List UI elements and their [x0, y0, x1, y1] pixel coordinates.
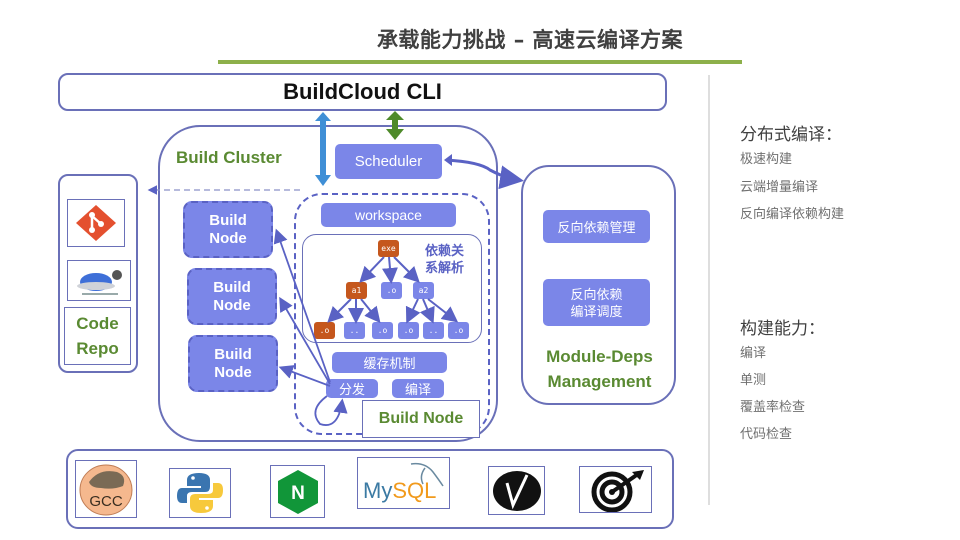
- build-cluster-label: Build Cluster: [176, 148, 282, 167]
- svg-text:MySQL: MySQL: [363, 478, 436, 503]
- build-node-label: Build Node: [209, 211, 247, 247]
- distributed-compile-heading: 分布式编译：: [740, 125, 842, 145]
- cli-label: BuildCloud CLI: [283, 79, 442, 104]
- scheduler-box: Scheduler: [335, 144, 442, 179]
- build-node-2: Build Node: [187, 268, 277, 325]
- slide-title: 承载能力挑战 – 高速云编译方案: [376, 28, 684, 52]
- tree-node-leaf: .o: [314, 322, 335, 339]
- code-repo-label: Code Repo: [64, 307, 131, 365]
- compile-box: 编译: [392, 379, 444, 398]
- build-node-label: Build Node: [213, 278, 251, 314]
- valgrind-logo-icon: [488, 466, 545, 515]
- capability-item: 编译: [740, 346, 767, 361]
- workspace-box: workspace: [321, 203, 456, 227]
- tools-bar: [66, 449, 674, 529]
- feature-item: 云端增量编译: [740, 180, 819, 195]
- mysql-logo-icon: MySQL: [357, 457, 450, 509]
- title-underline: [218, 60, 742, 64]
- build-cluster-container: [158, 125, 498, 442]
- reverse-dependency-management-box: 反向依赖管理: [543, 210, 650, 243]
- build-node-label: Build Node: [214, 345, 252, 381]
- dependency-analysis-label: 依赖关 系解析: [425, 244, 465, 276]
- tree-node-leaf: ..: [344, 322, 365, 339]
- tree-node-leaf: .o: [372, 322, 393, 339]
- tree-node-leaf: ..: [423, 322, 444, 339]
- buildcloud-cli-bar: BuildCloud CLI: [58, 73, 667, 111]
- dispatch-box: 分发: [326, 379, 378, 398]
- build-node-3: Build Node: [188, 335, 278, 392]
- vertical-separator: [708, 75, 710, 505]
- gcc-text: GCC: [89, 493, 123, 510]
- feature-item: 极速构建: [740, 152, 793, 167]
- capability-item: 单测: [740, 373, 767, 388]
- module-deps-label: Module-Deps Management: [546, 347, 653, 391]
- mysql-text-my: My: [363, 478, 392, 503]
- python-logo-icon: [169, 468, 231, 518]
- gcc-logo-icon: GCC: [75, 460, 137, 518]
- module-deps-container: [521, 165, 676, 405]
- feature-item: 反向编译依赖构建: [740, 207, 845, 222]
- build-capability-heading: 构建能力：: [740, 319, 825, 339]
- capability-item: 代码检查: [740, 427, 793, 442]
- tree-node-root: exe: [378, 240, 399, 257]
- git-icon: [67, 199, 125, 247]
- tree-node-level1: a2: [413, 282, 434, 299]
- reverse-dependency-scheduling-box: 反向依赖 编译调度: [543, 279, 650, 326]
- mysql-text-sql: SQL: [392, 478, 436, 503]
- code-repo-container: [58, 174, 138, 373]
- nginx-logo-icon: N: [270, 465, 325, 518]
- nginx-text: N: [291, 483, 305, 504]
- tree-node-leaf: .o: [398, 322, 419, 339]
- build-node-detail-label: Build Node: [362, 400, 480, 438]
- capability-item: 覆盖率检查: [740, 400, 806, 415]
- cache-mechanism-box: 缓存机制: [332, 352, 447, 373]
- build-node-1: Build Node: [183, 201, 273, 258]
- target-logo-icon: [579, 466, 652, 513]
- tree-node-leaf: .o: [448, 322, 469, 339]
- tree-node-level1: a1: [346, 282, 367, 299]
- tree-node-level1: .o: [381, 282, 402, 299]
- tortoise-svn-icon: [67, 260, 131, 301]
